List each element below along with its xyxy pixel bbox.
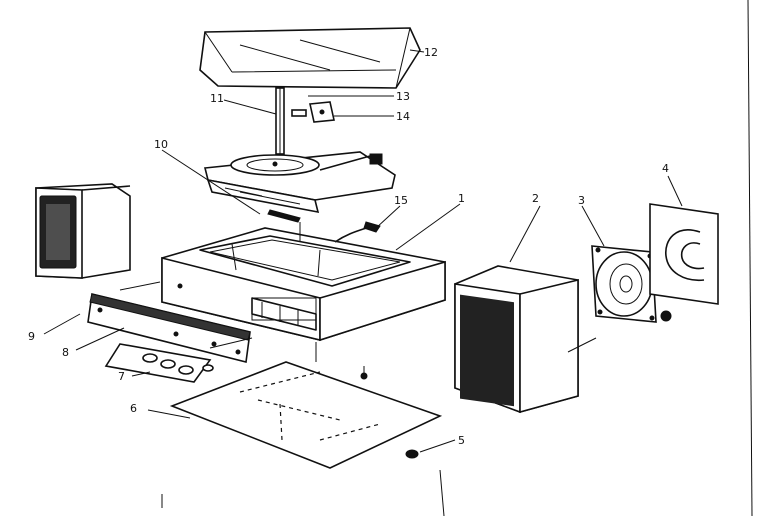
callout-3: 3 [578,194,585,207]
speaker-gasket [649,203,719,305]
callout-14: 14 [396,110,410,123]
left-speaker-cabinet [35,183,131,279]
callout-10: 10 [154,138,168,151]
leader-lines [43,49,683,453]
right-speaker-cabinet [454,265,579,414]
border-line [747,0,753,517]
bracket-part [309,101,335,123]
rubber-foot [405,449,419,459]
callout-15: 15 [394,194,408,207]
power-cord [334,221,381,243]
callout-labels: 1 2 3 4 5 6 7 8 9 10 11 12 13 14 15 [28,46,669,447]
loudspeaker-driver [591,245,672,323]
callout-5: 5 [458,434,465,447]
callout-6: 6 [130,402,137,415]
record-changer [204,151,396,223]
callout-1: 1 [458,192,465,205]
main-cabinet [161,227,446,342]
control-plate [104,343,214,383]
front-panel [87,293,251,363]
callout-11: 11 [210,92,224,105]
stray-line [439,469,445,517]
callout-2: 2 [532,192,539,205]
callout-9: 9 [28,330,35,343]
callout-4: 4 [662,162,669,175]
pin-part [291,109,307,117]
tone-arm-post [275,87,285,155]
callout-12: 12 [424,46,438,59]
dust-cover [199,27,421,89]
callout-7: 7 [118,370,125,383]
callout-13: 13 [396,90,410,103]
assembly-lines [119,222,597,362]
callout-8: 8 [62,346,69,359]
bottom-plate [169,361,443,469]
